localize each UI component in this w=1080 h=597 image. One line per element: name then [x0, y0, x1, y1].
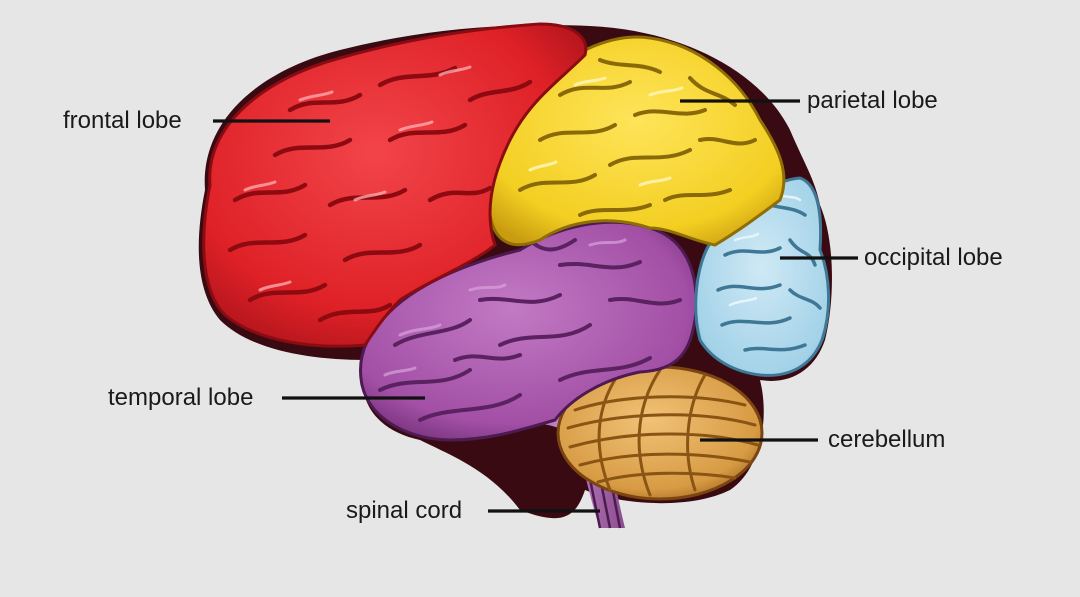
label-frontal-lobe: frontal lobe: [63, 107, 182, 134]
label-cerebellum: cerebellum: [828, 426, 946, 453]
label-temporal-lobe: temporal lobe: [108, 384, 254, 411]
label-spinal-cord: spinal cord: [346, 497, 463, 524]
label-occipital-lobe: occipital lobe: [864, 244, 1003, 271]
leader-lines: [213, 99, 858, 513]
cerebellum-region: [556, 365, 764, 501]
frontal-lobe-region: [202, 22, 588, 348]
temporal-lobe-region: [359, 220, 698, 442]
label-parietal-lobe: parietal lobe: [807, 87, 938, 114]
parietal-lobe-region: [487, 35, 786, 247]
